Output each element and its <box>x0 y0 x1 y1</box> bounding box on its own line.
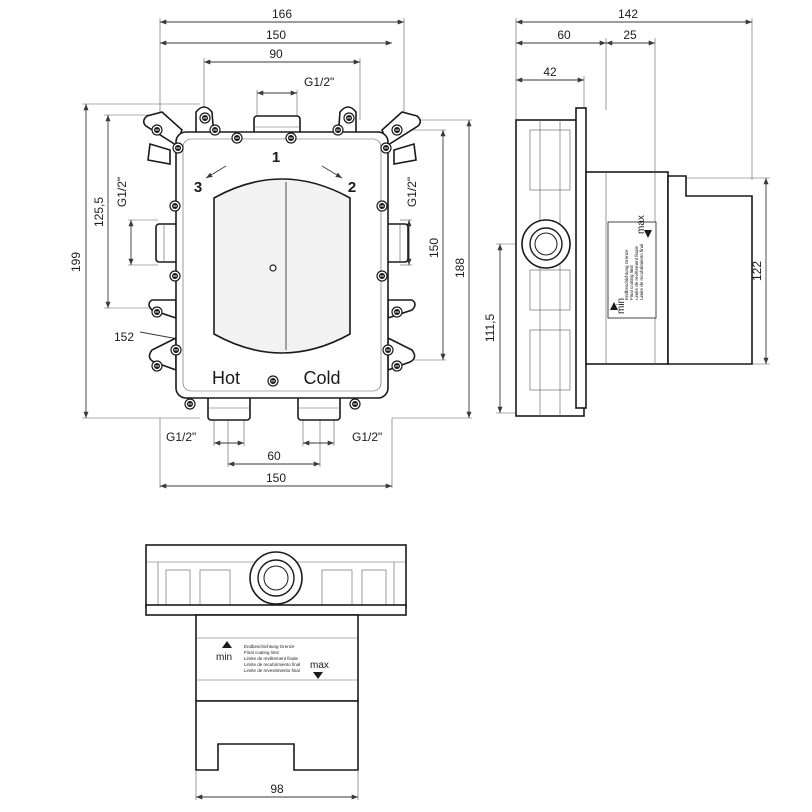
bottom-plate-line-1: Endbeschichtung Grenze <box>244 644 295 649</box>
dim-depth-total: 142 <box>618 7 638 21</box>
dim-width-frame: 150 <box>266 28 286 42</box>
dim-bottom-view-width: 98 <box>270 782 284 796</box>
side-plate-line-1: Endbeschichtung Grenze <box>624 249 629 300</box>
valve-cartridge <box>213 178 351 354</box>
dim-height-overall: 199 <box>69 252 83 272</box>
bottom-view: min max Endbeschichtung Grenze Final coa… <box>145 544 407 800</box>
port3-arrow-icon <box>205 165 227 179</box>
side-min-arrow-icon <box>610 302 618 310</box>
dim-diagonal: 152 <box>114 330 134 344</box>
dim-top-thread: G1/2" <box>304 75 334 89</box>
dim-height-right-ports: 150 <box>427 238 441 258</box>
dim-depth-c: 42 <box>543 65 557 79</box>
dim-side-height-axis: 111,5 <box>483 314 497 343</box>
dim-width-inner: 90 <box>269 47 283 61</box>
port-number-3: 3 <box>194 179 202 196</box>
side-dimension-labels: 142 60 25 42 122 111,5 <box>483 7 764 342</box>
bottom-max-arrow-icon <box>313 672 323 679</box>
bottom-connectors <box>207 395 341 421</box>
side-coating-plate: min max Endbeschichtung Grenze Final coa… <box>607 215 657 319</box>
side-max-arrow-icon <box>644 230 652 238</box>
dim-left-thread: G1/2" <box>115 177 129 207</box>
bottom-plate-line-2: Final coating limit <box>244 650 280 655</box>
front-dimension-labels: 166 150 90 G1/2" 199 125,5 G1/2" G1/2" 1… <box>69 7 467 485</box>
dim-depth-b: 25 <box>623 28 637 42</box>
dim-side-height: 122 <box>750 261 764 281</box>
bottom-flange-base <box>145 604 407 616</box>
dim-right-thread: G1/2" <box>405 177 419 207</box>
bottom-plate-line-3: Limite de revêtement finale <box>244 656 299 661</box>
dim-bottom-thread-right: G1/2" <box>352 430 382 444</box>
bottom-plate-line-4: Limite de recubrimiento final <box>244 662 300 667</box>
hot-label: Hot <box>212 368 240 388</box>
bottom-max-label: max <box>310 660 329 671</box>
bottom-min-label: min <box>216 652 232 663</box>
dim-depth-a: 60 <box>557 28 571 42</box>
bottom-min-arrow-icon <box>222 641 232 648</box>
port-number-1: 1 <box>272 149 280 166</box>
dim-bottom-spacing: 60 <box>267 449 281 463</box>
side-plate-line-3: Limite de revêtement finale <box>634 245 639 300</box>
dim-bottom-thread-left: G1/2" <box>166 430 196 444</box>
bottom-plate-line-5: Limite de revestimiento final <box>244 668 300 673</box>
side-flange <box>575 107 587 409</box>
bottom-cartridge <box>195 700 359 771</box>
dim-height-ports: 125,5 <box>92 197 106 227</box>
dim-width-overall: 166 <box>272 7 292 21</box>
side-max-label: max <box>636 215 647 234</box>
port2-arrow-icon <box>321 165 343 179</box>
side-port <box>521 219 571 269</box>
dim-bottom-width: 150 <box>266 471 286 485</box>
bottom-coating-plate: min max Endbeschichtung Grenze Final coa… <box>216 641 329 679</box>
side-plate-line-2: Final coating limit <box>629 264 634 300</box>
side-min-label: min <box>616 298 627 314</box>
dim-height-right: 188 <box>453 258 467 278</box>
port-number-2: 2 <box>348 179 356 196</box>
bottom-top-port <box>249 551 303 605</box>
front-view: 166 150 90 G1/2" 199 125,5 G1/2" G1/2" 1… <box>69 7 472 489</box>
side-dimension-lines <box>497 19 769 413</box>
front-body-inner-edge <box>182 138 382 392</box>
valve-center-mark <box>269 264 277 272</box>
side-cartridge <box>667 175 753 365</box>
cold-label: Cold <box>303 368 340 388</box>
side-view: 142 60 25 42 122 111,5 <box>483 7 770 417</box>
side-plate-line-4: Limite de recubrimiento final <box>639 244 644 300</box>
side-connectors <box>155 223 409 263</box>
